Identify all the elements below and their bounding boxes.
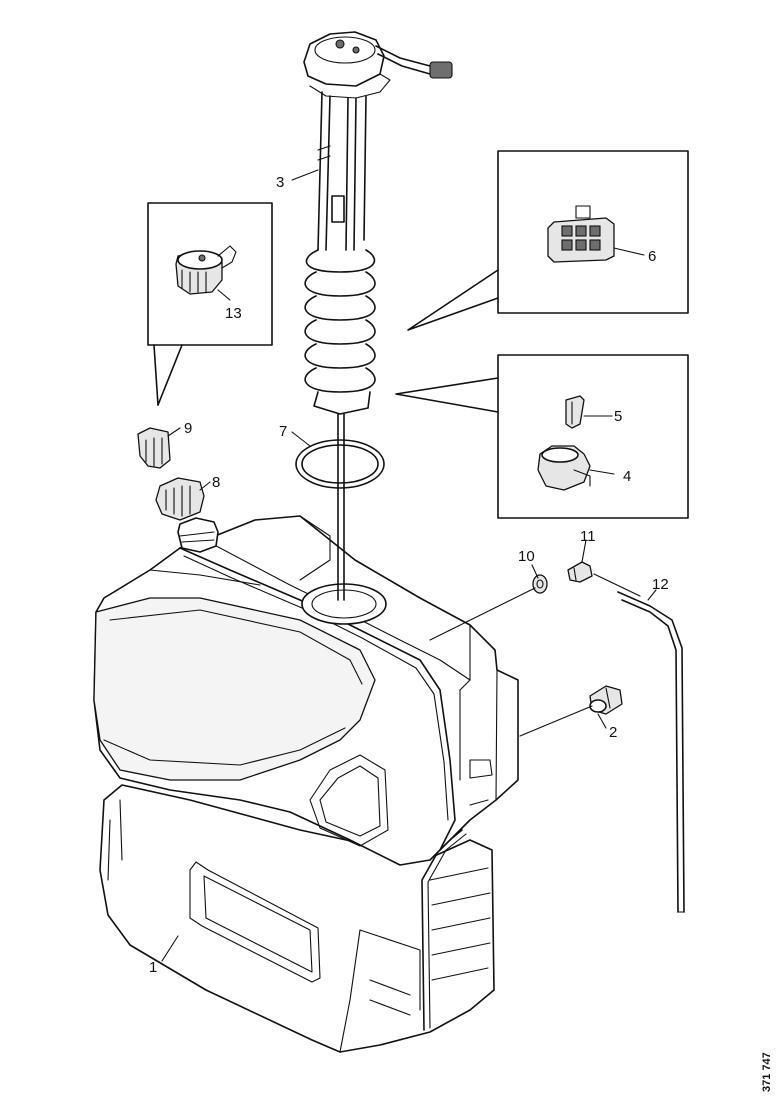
o-ring [295,439,385,489]
drain-plug [589,685,623,715]
connector-part [547,205,615,263]
tank-front-face [93,597,376,781]
detail-box-cap [147,202,273,406]
callout-11: 11 [580,528,596,545]
bracket-part [537,445,591,491]
detail-box-connector [407,150,689,331]
callout-8: 8 [212,474,220,491]
callout-2: 2 [609,724,617,741]
detail-box-clips [395,354,689,519]
fuel-tank [93,515,519,1053]
filler-neck [177,517,219,553]
clip-part [565,395,585,429]
filler-insert [137,427,171,469]
vent-hose [617,591,685,913]
drawing-code: 371 747 [761,1052,773,1092]
grommet [532,574,548,594]
callout-9: 9 [184,420,192,437]
callout-labels: 1 2 3 4 5 6 7 8 9 10 11 12 13 [149,174,669,976]
callout-12: 12 [652,576,669,593]
sender-coil [304,249,376,393]
callout-6: 6 [648,248,656,265]
callout-4: 4 [623,468,631,485]
fuel-level-sender [303,31,453,601]
callout-1: 1 [149,959,157,976]
filler-adapter [155,477,205,521]
callout-13: 13 [225,305,242,322]
callout-3: 3 [276,174,284,191]
sender-connector [429,61,453,79]
callout-5: 5 [614,408,622,425]
leader-lines [161,169,657,962]
tank-seal-seam [179,547,456,851]
callout-7: 7 [279,423,287,440]
filler-cap [175,245,237,295]
vent-valve [567,561,593,583]
callout-10: 10 [518,548,535,565]
tank-front-panel [189,861,321,983]
sender-flange [303,31,385,87]
